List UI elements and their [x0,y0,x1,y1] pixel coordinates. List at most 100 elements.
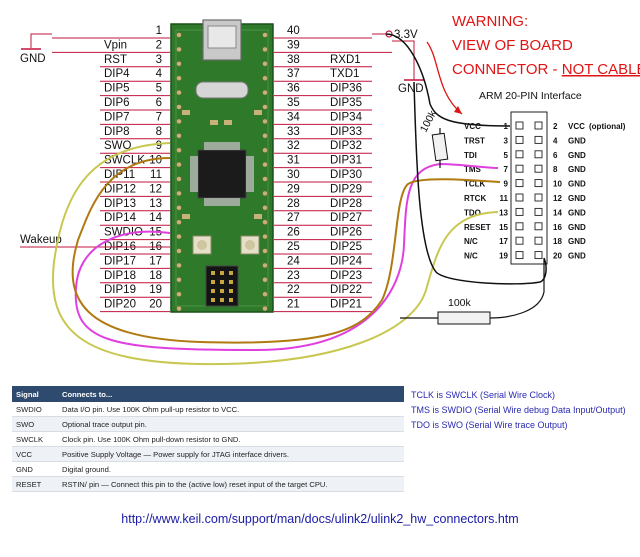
pin-label: SWDIO [104,227,143,239]
note-tclk: TCLK is SWCLK (Serial Wire Clock) [411,390,555,400]
pin-label: DIP21 [330,299,362,311]
pin-label: DIP8 [104,126,130,138]
pin-pad [262,305,268,312]
arm-pin-number: 5 [504,151,509,160]
arm-pin-number: 6 [553,151,558,160]
pin-number: 18 [149,270,162,282]
pin-pad [262,46,268,53]
left-pin-row: DIP8 8 [100,126,170,140]
crystal [195,81,249,99]
arm-title: ARM 20-PIN Interface [479,90,582,102]
pin-number: 8 [156,126,162,138]
signal-cell: VCC [12,446,58,462]
arm-pin-name: GND [568,223,586,232]
pin-number: 21 [287,299,300,311]
arm-pin-number: 14 [553,208,562,217]
arm-pin-name: TMS [464,165,482,174]
pin-pad [176,219,182,225]
arm-pin-socket [534,222,543,231]
arm-pin-socket [534,207,543,216]
arm-pin-socket [515,135,524,144]
pin-label: DIP18 [104,270,136,282]
pin-number: 29 [287,183,300,195]
arm-pin-name: GND [568,180,586,189]
source-link[interactable]: http://www.keil.com/support/man/docs/uli… [121,512,519,526]
warning-line-1: WARNING: [452,13,528,30]
arm-pin-socket [534,251,543,260]
pin-pad [176,147,182,153]
pin-label: DIP5 [104,83,130,95]
arm-pin-name: GND [568,165,586,174]
arm-pin-socket [534,236,543,245]
arm-pin-number: 18 [553,237,562,246]
pin-label: DIP28 [330,198,362,210]
pin-label: DIP23 [330,270,362,282]
arm-pin-socket [515,251,524,260]
arm-pin-name: N/C [464,237,478,246]
pin-label: DIP30 [330,169,362,181]
pin-number: 33 [287,126,300,138]
arm-pin-name: GND [568,194,586,203]
gnd-right-label: GND [398,83,424,95]
pin-number: 14 [149,212,162,224]
resistor-100k-top-label: 100k [418,108,440,134]
wire-swclk-tclk [71,157,501,344]
arm-pin-name: TDO [464,208,481,217]
pin-pad [262,205,268,211]
arm-pin-socket [515,222,524,231]
pin-pad [176,291,182,297]
pin-number: 1 [156,25,162,37]
pin-number: 26 [287,227,300,239]
pin-pad [176,104,182,110]
pin-label: DIP13 [104,198,136,210]
description-cell: RSTIN/ pin — Connect this pin to the (ac… [58,476,404,492]
arm-pin-socket [515,121,524,130]
description-cell: Positive Supply Voltage — Power supply f… [58,446,404,462]
mcu-board [170,19,274,313]
pin-pad [176,305,182,312]
wire-100k-bottom [400,258,545,319]
pin-number: 25 [287,241,300,253]
pin-number: 23 [287,270,300,282]
pin-pad [262,89,268,96]
pin-pad [262,277,268,283]
right-pin-row: 40 [274,25,372,39]
wire-swo-tdo [52,142,499,366]
pin-number: 31 [287,155,300,167]
pin-pad [176,161,182,168]
pin-label: DIP12 [104,183,136,195]
signal-notes: TCLK is SWCLK (Serial Wire Clock) TMS is… [411,390,626,430]
arm-pin-number: 4 [553,136,558,145]
pin-number: 20 [149,299,162,311]
resistor-100k-bottom-label: 100k [448,297,472,309]
pin-number: 19 [149,284,162,296]
arm-pin-number: 17 [499,237,508,246]
description-cell: Digital ground. [58,461,404,477]
pin-number: 2 [156,39,162,51]
pin-pad [176,233,182,240]
pin-number: 9 [156,140,162,152]
warning-line-3: CONNECTOR - NOT CABLE !! [452,61,640,78]
pin-number: 34 [287,111,300,123]
pin-number: 38 [287,54,300,66]
pin-pad [262,118,268,125]
arm-pin-number: 7 [504,165,509,174]
